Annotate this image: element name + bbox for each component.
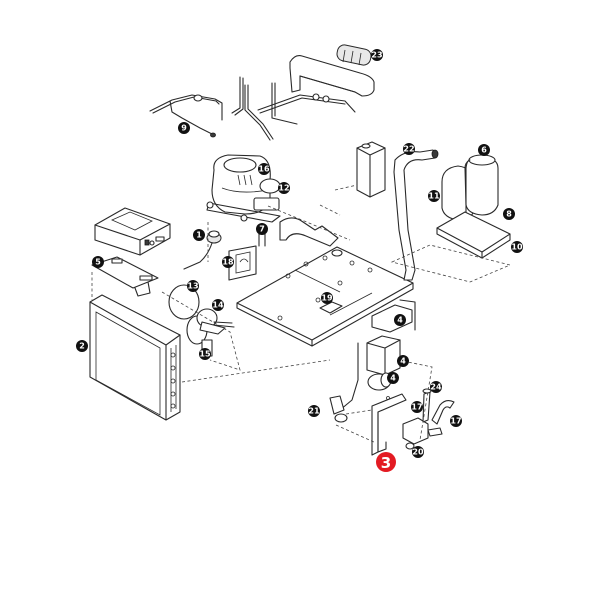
svg-text:19: 19 [321, 294, 333, 303]
callout-8[interactable]: 8 [503, 208, 515, 220]
callout-23[interactable]: 23 [371, 49, 383, 61]
callout-21[interactable]: 21 [308, 405, 320, 417]
svg-text:16: 16 [258, 165, 270, 174]
callout-22[interactable]: 22 [403, 143, 415, 155]
guide-lines [161, 184, 358, 383]
mounting-bracket[interactable] [371, 393, 407, 456]
callout-4-tank[interactable]: 4 [397, 355, 409, 367]
svg-text:18: 18 [222, 258, 234, 267]
callout-10[interactable]: 10 [511, 241, 523, 253]
svg-text:4: 4 [400, 357, 406, 366]
capillary-tubing[interactable] [149, 76, 244, 138]
drain-hose[interactable] [393, 149, 439, 281]
callout-20[interactable]: 20 [412, 446, 424, 458]
svg-text:15: 15 [199, 350, 211, 359]
callout-16[interactable]: 16 [258, 163, 270, 175]
svg-text:17: 17 [411, 403, 422, 412]
condenser[interactable] [89, 272, 181, 421]
callout-17-outlet[interactable]: 17 [450, 415, 462, 427]
svg-text:6: 6 [481, 146, 487, 155]
svg-text:21: 21 [308, 407, 320, 416]
callout-4-motor[interactable]: 4 [387, 372, 399, 384]
svg-text:3: 3 [381, 454, 391, 472]
svg-text:10: 10 [511, 243, 523, 252]
callout-13[interactable]: 13 [187, 280, 199, 292]
callout-2[interactable]: 2 [76, 340, 88, 352]
vibration-damper[interactable] [183, 230, 222, 270]
svg-text:4: 4 [397, 316, 403, 325]
water-pump[interactable] [397, 359, 455, 450]
svg-text:2: 2 [79, 342, 85, 351]
svg-text:13: 13 [187, 282, 198, 291]
callout-1[interactable]: 1 [193, 229, 205, 241]
reservoir-tank[interactable] [366, 335, 401, 376]
control-box[interactable] [94, 207, 171, 256]
svg-text:24: 24 [430, 383, 442, 392]
svg-text:7: 7 [259, 225, 265, 234]
callout-24[interactable]: 24 [430, 381, 442, 393]
callout-19[interactable]: 19 [321, 292, 333, 304]
heat-exchanger[interactable] [289, 44, 375, 97]
svg-text:9: 9 [181, 124, 187, 133]
svg-text:22: 22 [403, 145, 414, 154]
callout-11[interactable]: 11 [428, 190, 440, 202]
thermostat[interactable] [319, 301, 343, 314]
filter-assembly[interactable] [390, 154, 512, 283]
callout-18[interactable]: 18 [222, 256, 234, 268]
solenoid-valve[interactable] [329, 342, 377, 444]
compressor[interactable] [206, 154, 281, 223]
refrigerant-lines[interactable] [244, 82, 356, 141]
svg-text:17: 17 [450, 417, 461, 426]
control-board[interactable] [91, 256, 159, 297]
svg-text:14: 14 [212, 301, 224, 310]
callout-9[interactable]: 9 [178, 122, 190, 134]
valve-assembly[interactable] [371, 299, 416, 333]
svg-text:20: 20 [412, 448, 424, 457]
svg-text:1: 1 [196, 231, 202, 240]
callout-6[interactable]: 6 [478, 144, 490, 156]
svg-text:5: 5 [95, 258, 101, 267]
callout-14[interactable]: 14 [212, 299, 224, 311]
svg-text:4: 4 [390, 374, 396, 383]
suction-line[interactable] [279, 217, 339, 247]
svg-text:8: 8 [506, 210, 512, 219]
callout-12[interactable]: 12 [278, 182, 290, 194]
callout-4-valve[interactable]: 4 [394, 314, 406, 326]
callout-15[interactable]: 15 [199, 348, 211, 360]
svg-text:23: 23 [371, 51, 382, 60]
relay-box[interactable] [356, 141, 386, 198]
svg-text:12: 12 [278, 184, 289, 193]
pump-motor[interactable] [367, 372, 392, 391]
callout-17-inlet[interactable]: 17 [411, 401, 423, 413]
condenser-fan[interactable] [168, 284, 235, 357]
callout-5[interactable]: 5 [92, 256, 104, 268]
callout-3-highlighted[interactable]: 3 [376, 452, 396, 472]
electrical-box[interactable] [228, 245, 257, 281]
callout-7[interactable]: 7 [256, 223, 268, 235]
svg-text:11: 11 [428, 192, 440, 201]
